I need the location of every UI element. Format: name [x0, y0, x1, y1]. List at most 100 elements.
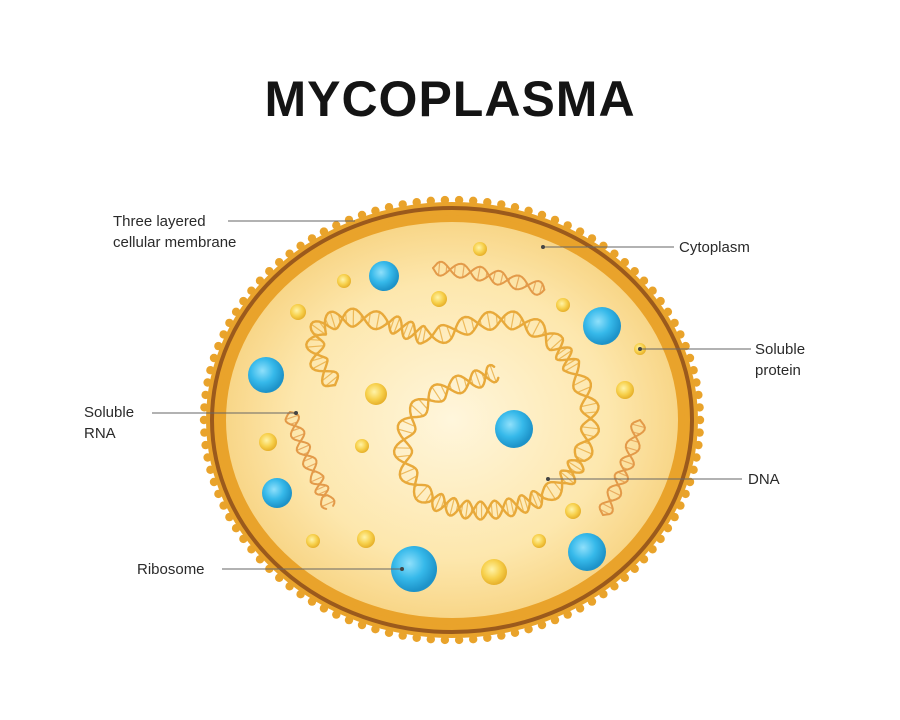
- dna-helix-base-pair: [446, 325, 452, 339]
- dna-helix-base-pair: [575, 446, 593, 455]
- leader-dot: [546, 477, 550, 481]
- rna-left-base-pair: [315, 484, 327, 491]
- dna-helix-base-pair: [545, 333, 555, 343]
- protein-dot: [259, 433, 277, 451]
- leader-lines: [152, 220, 751, 570]
- dna-helix-base-pair: [582, 433, 595, 438]
- dna-helix-base-pair: [375, 311, 381, 330]
- rna-top-base-pair: [539, 283, 543, 295]
- dna-helix-base-pair: [422, 327, 427, 343]
- ribosomes: [248, 261, 621, 592]
- rna-left-base-pair: [321, 500, 335, 508]
- rna-top-base-pair: [515, 275, 520, 290]
- rna-right-base-pair: [625, 446, 639, 452]
- soluble-proteins: [259, 242, 646, 585]
- protein-dot: [481, 559, 507, 585]
- rna-left: [284, 411, 336, 510]
- dna-helix-base-pair: [583, 411, 598, 414]
- leader-dot: [638, 347, 642, 351]
- dna-helix-base-pair: [573, 377, 588, 387]
- dna-helix-base-pair: [486, 312, 491, 330]
- dna-helix-base-pair: [410, 404, 424, 417]
- dna-helix-base-pair: [418, 398, 429, 410]
- dna-helix-base-pair: [564, 362, 580, 372]
- protein-dot: [431, 291, 447, 307]
- dna-helix-base-pair: [531, 320, 541, 337]
- leader-dot: [294, 411, 298, 415]
- dna-helix-base-pair: [490, 503, 493, 517]
- dna-helix-base-pair: [395, 454, 411, 458]
- label-dna: DNA: [748, 471, 780, 488]
- dna-helix-base-pair: [440, 384, 447, 396]
- rna-top-base-pair: [461, 264, 465, 278]
- dna-helix-base-pair: [530, 492, 539, 509]
- dna-helix-base-pair: [549, 337, 564, 351]
- dna-helix-base-pair: [397, 428, 414, 434]
- dna-helix-base-pair: [455, 376, 461, 394]
- rna-top-base-pair: [492, 271, 496, 283]
- label-soluble-protein-line2: protein: [755, 362, 801, 379]
- dna-helix-base-pair: [405, 475, 418, 483]
- dna-helix-base-pair: [401, 420, 416, 428]
- rna-top-base-pair: [499, 272, 504, 285]
- leader-dots: [294, 245, 642, 571]
- label-soluble-rna-line2: RNA: [84, 425, 116, 442]
- rna-left-strand: [289, 411, 336, 507]
- dna-helix-base-pair: [306, 345, 325, 348]
- dna-helix-base-pair: [311, 356, 325, 362]
- dna-helix-base-pair: [489, 364, 497, 383]
- rna-left-base-pair: [305, 462, 317, 469]
- ribosome: [568, 533, 606, 571]
- dna-helix-base-pair: [417, 326, 423, 343]
- rna-left-base-pair: [303, 456, 314, 463]
- protein-dot: [556, 298, 570, 312]
- dna-helix-base-pair: [495, 501, 499, 518]
- dna-helix-base-pair: [474, 370, 482, 388]
- dna-helix-base-pair: [407, 323, 414, 339]
- rna-left-base-pair: [292, 433, 305, 439]
- rna-right-base-pair: [614, 477, 626, 483]
- rna-right-strand: [598, 419, 646, 516]
- protein-dot: [365, 383, 387, 405]
- leader-dot: [400, 567, 404, 571]
- rna-left-strand: [284, 411, 330, 510]
- dna-helix-base-pair: [560, 471, 575, 484]
- rna-left-base-pair: [296, 444, 310, 451]
- label-soluble-rna-line1: Soluble: [84, 404, 135, 421]
- dna-helix-base-pair: [310, 323, 327, 336]
- label-membrane-line1: Three layered: [113, 213, 206, 230]
- dna-helix-base-pair: [399, 467, 416, 476]
- dna-helix-base-pair: [580, 402, 598, 408]
- protein-dot: [616, 381, 634, 399]
- diagram-title: MYCOPLASMA: [264, 71, 636, 127]
- dna-helix-base-pair: [449, 497, 455, 516]
- dna-helix-base-pair: [325, 375, 339, 387]
- dna-helix-base-pair: [523, 496, 529, 511]
- ribosome: [248, 357, 284, 393]
- protein-dot: [565, 503, 581, 519]
- ribosome: [495, 410, 533, 448]
- label-soluble-protein-line1: Soluble: [755, 341, 806, 358]
- dna-helix-base-pair: [576, 386, 592, 394]
- dna-helix-base-pair: [510, 311, 515, 330]
- rna-top-base-pair: [453, 265, 456, 275]
- label-membrane: Three layered cellular membrane: [113, 211, 236, 253]
- rna-right: [598, 419, 646, 516]
- rna-left-base-pair: [285, 414, 299, 421]
- leader-dot: [541, 245, 545, 249]
- dna-helix: [305, 307, 601, 521]
- rna-right-base-pair: [629, 439, 639, 443]
- dna-helix-base-pair: [557, 350, 573, 361]
- ribosome: [262, 478, 292, 508]
- dna-helix-base-pair: [367, 313, 371, 326]
- dna-helix-base-pair: [581, 426, 599, 430]
- protein-dot: [355, 439, 369, 453]
- rna-right-base-pair: [607, 488, 621, 497]
- nucleic-acids: [284, 260, 646, 521]
- rna-right-base-pair: [602, 502, 614, 510]
- rna-top: [432, 260, 546, 296]
- dna-helix-base-pair: [424, 491, 433, 503]
- ribosome: [369, 261, 399, 291]
- label-soluble-rna: Soluble RNA: [84, 402, 134, 444]
